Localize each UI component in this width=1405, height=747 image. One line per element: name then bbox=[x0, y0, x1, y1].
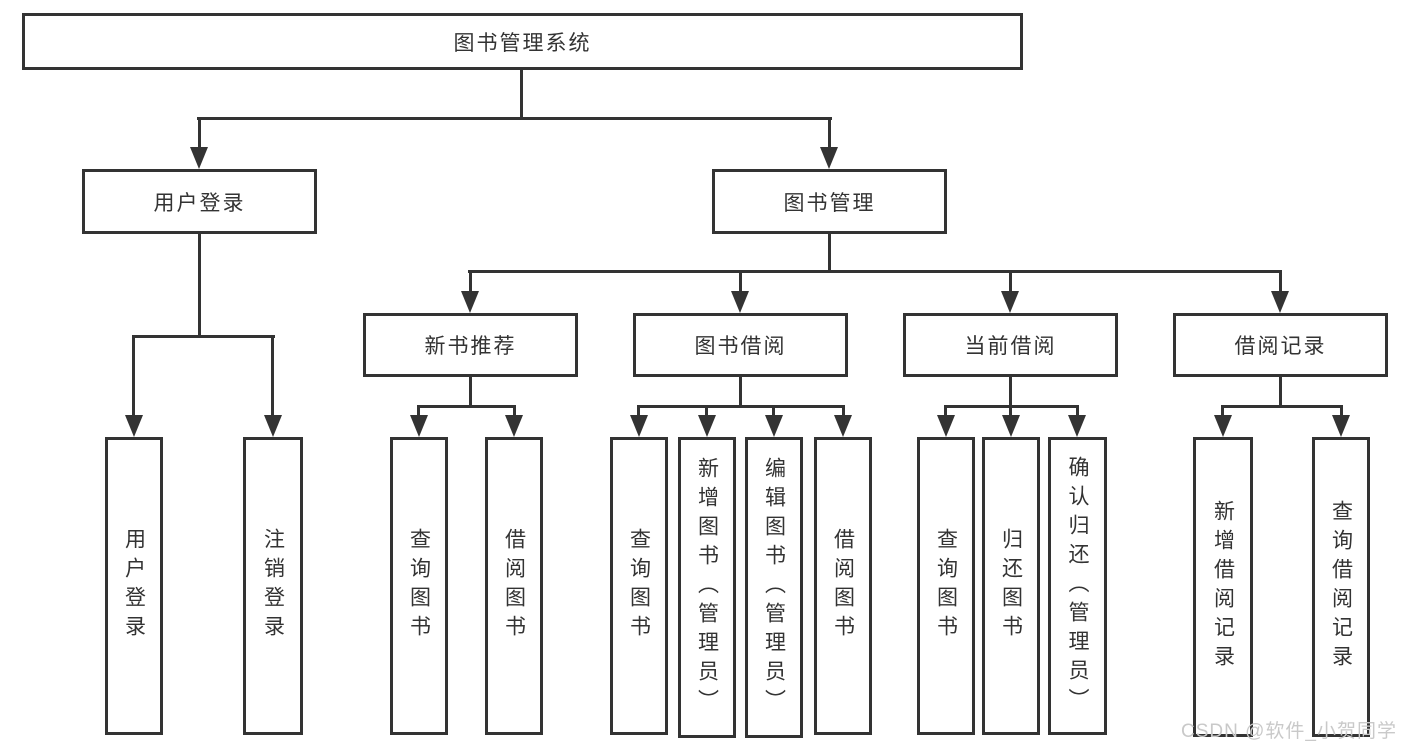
arrow-down-icon bbox=[630, 415, 648, 437]
connector-line bbox=[513, 405, 516, 417]
leaf-return-books: 归还图书 bbox=[982, 437, 1040, 735]
arrow-down-icon bbox=[410, 415, 428, 437]
leaf-edit-book-admin: 编辑图书（管理员） bbox=[745, 437, 803, 738]
connector-line bbox=[1009, 405, 1012, 417]
connector-line bbox=[198, 234, 201, 338]
arrow-down-icon bbox=[698, 415, 716, 437]
node-root-label: 图书管理系统 bbox=[453, 31, 592, 55]
connector-line bbox=[1221, 405, 1343, 408]
arrow-down-icon bbox=[264, 415, 282, 437]
leaf-add-borrow-record-label: 新增借阅记录 bbox=[1211, 500, 1235, 674]
arrow-down-icon bbox=[834, 415, 852, 437]
node-root: 图书管理系统 bbox=[22, 13, 1023, 70]
connector-line bbox=[944, 405, 947, 417]
leaf-query-books-2-label: 查询图书 bbox=[627, 528, 651, 644]
leaf-user-login: 用户登录 bbox=[105, 437, 163, 735]
connector-line bbox=[1009, 270, 1012, 294]
connector-line bbox=[828, 117, 831, 149]
leaf-confirm-return-admin: 确认归还（管理员） bbox=[1048, 437, 1107, 735]
connector-line bbox=[705, 405, 708, 417]
leaf-add-book-admin-label: 新增图书（管理员） bbox=[695, 457, 719, 718]
connector-line bbox=[417, 405, 516, 408]
leaf-edit-book-admin-label: 编辑图书（管理员） bbox=[762, 457, 786, 718]
node-current-borrowing-label: 当前借阅 bbox=[964, 335, 1057, 358]
connector-line bbox=[637, 405, 845, 408]
connector-line bbox=[739, 270, 742, 294]
leaf-query-books-1-label: 查询图书 bbox=[407, 528, 431, 644]
leaf-user-login-label: 用户登录 bbox=[122, 528, 146, 644]
leaf-logout: 注销登录 bbox=[243, 437, 303, 735]
node-book-borrowing: 图书借阅 bbox=[633, 313, 848, 377]
connector-line bbox=[132, 335, 135, 417]
leaf-borrow-books-2-label: 借阅图书 bbox=[831, 528, 855, 644]
connector-line bbox=[469, 270, 472, 294]
arrow-down-icon bbox=[1271, 291, 1289, 313]
node-user-login: 用户登录 bbox=[82, 169, 317, 234]
leaf-borrow-books-1: 借阅图书 bbox=[485, 437, 543, 735]
connector-line bbox=[1009, 377, 1012, 408]
connector-line bbox=[637, 405, 640, 417]
arrow-down-icon bbox=[505, 415, 523, 437]
arrow-down-icon bbox=[765, 415, 783, 437]
leaf-query-books-1: 查询图书 bbox=[390, 437, 448, 735]
connector-line bbox=[271, 335, 274, 417]
connector-line bbox=[197, 117, 832, 120]
leaf-return-books-label: 归还图书 bbox=[999, 528, 1023, 644]
leaf-confirm-return-admin-label: 确认归还（管理员） bbox=[1066, 455, 1089, 717]
node-new-book-recommend: 新书推荐 bbox=[363, 313, 578, 377]
connector-line bbox=[1279, 377, 1282, 408]
arrow-down-icon bbox=[1002, 415, 1020, 437]
arrow-down-icon bbox=[1001, 291, 1019, 313]
node-new-book-recommend-label: 新书推荐 bbox=[424, 335, 517, 358]
connector-line bbox=[417, 405, 420, 417]
csdn-watermark: CSDN @软件_小贺同学 bbox=[1181, 721, 1397, 742]
arrow-down-icon bbox=[1214, 415, 1232, 437]
node-user-login-label: 用户登录 bbox=[153, 191, 246, 215]
connector-line bbox=[1221, 405, 1224, 417]
leaf-borrow-books-1-label: 借阅图书 bbox=[502, 528, 526, 644]
connector-line bbox=[772, 405, 775, 417]
leaf-query-books-2: 查询图书 bbox=[610, 437, 668, 735]
node-borrowing-records-label: 借阅记录 bbox=[1234, 335, 1327, 358]
arrow-down-icon bbox=[1068, 415, 1086, 437]
leaf-query-borrow-record-label: 查询借阅记录 bbox=[1329, 500, 1353, 674]
arrow-down-icon bbox=[190, 147, 208, 169]
node-current-borrowing: 当前借阅 bbox=[903, 313, 1118, 377]
connector-line bbox=[1279, 270, 1282, 294]
leaf-query-books-3: 查询图书 bbox=[917, 437, 975, 735]
connector-line bbox=[520, 70, 523, 120]
leaf-query-books-3-label: 查询图书 bbox=[934, 528, 958, 644]
connector-line bbox=[1076, 405, 1079, 417]
leaf-logout-label: 注销登录 bbox=[261, 528, 285, 644]
arrow-down-icon bbox=[820, 147, 838, 169]
connector-line bbox=[828, 234, 831, 273]
leaf-add-borrow-record: 新增借阅记录 bbox=[1193, 437, 1253, 737]
node-book-management-label: 图书管理 bbox=[783, 191, 876, 215]
leaf-query-borrow-record: 查询借阅记录 bbox=[1312, 437, 1370, 737]
node-book-borrowing-label: 图书借阅 bbox=[694, 335, 787, 358]
leaf-borrow-books-2: 借阅图书 bbox=[814, 437, 872, 735]
connector-line bbox=[468, 270, 1282, 273]
arrow-down-icon bbox=[125, 415, 143, 437]
arrow-down-icon bbox=[1332, 415, 1350, 437]
leaf-add-book-admin: 新增图书（管理员） bbox=[678, 437, 736, 738]
arrow-down-icon bbox=[461, 291, 479, 313]
connector-line bbox=[198, 117, 201, 149]
node-book-management: 图书管理 bbox=[712, 169, 947, 234]
arrow-down-icon bbox=[731, 291, 749, 313]
connector-line bbox=[1340, 405, 1343, 417]
node-borrowing-records: 借阅记录 bbox=[1173, 313, 1388, 377]
connector-line bbox=[739, 377, 742, 408]
connector-line bbox=[842, 405, 845, 417]
connector-line bbox=[132, 335, 275, 338]
arrow-down-icon bbox=[937, 415, 955, 437]
connector-line bbox=[469, 377, 472, 408]
